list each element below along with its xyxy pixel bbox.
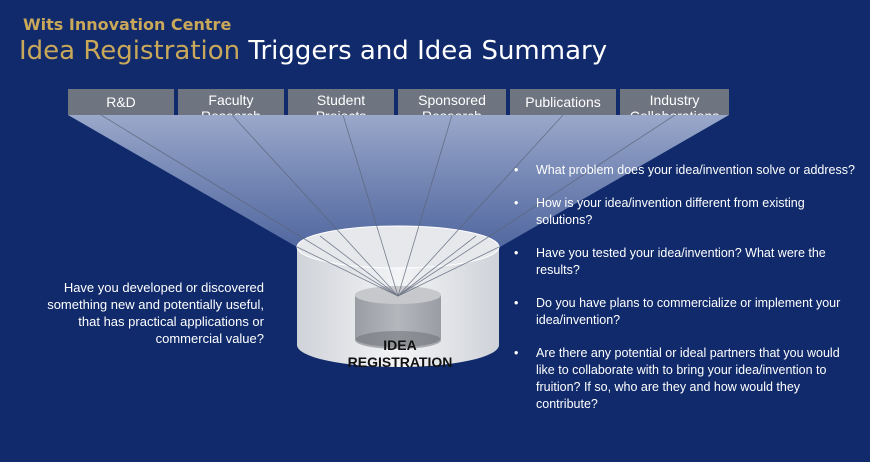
trigger-label: Industry Collaborations — [630, 92, 720, 115]
bullet-icon: • — [514, 196, 519, 210]
beam-line — [100, 114, 399, 297]
trigger-label: Publications — [525, 94, 601, 110]
brand-name: Wits Innovation Centre — [23, 15, 232, 34]
light-beam — [68, 115, 729, 247]
beam-line — [319, 235, 399, 297]
beam-line — [397, 246, 500, 297]
trigger-label: Sponsored Research — [418, 92, 486, 115]
bullet-icon: • — [514, 163, 519, 177]
list-item: • Do you have plans to commercialize or i… — [512, 295, 857, 329]
question-text: How is your idea/invention different fro… — [536, 196, 805, 227]
trigger-label: Student Projects — [316, 92, 367, 115]
trigger-label: R&D — [106, 94, 136, 110]
trigger-industry-collaborations: Industry Collaborations — [620, 89, 729, 115]
beam-line — [397, 235, 477, 297]
bullet-icon: • — [514, 296, 519, 310]
inner-cylinder-base — [355, 331, 441, 349]
beam-line — [397, 114, 676, 297]
list-item: • Have you tested your idea/invention? Wh… — [512, 245, 857, 279]
question-text: Do you have plans to commercialize or im… — [536, 296, 841, 327]
trigger-sponsored-research: Sponsored Research — [398, 89, 506, 115]
trigger-student-projects: Student Projects — [288, 89, 394, 115]
trigger-publications: Publications — [510, 89, 616, 115]
bullet-icon: • — [514, 246, 519, 260]
list-item: • Are there any potential or ideal partne… — [512, 345, 857, 413]
idea-registration-label: IDEA REGISTRATION — [347, 337, 453, 370]
list-item: • What problem does your idea/invention s… — [512, 162, 857, 179]
question-text: Have you tested your idea/invention? Wha… — [536, 246, 826, 277]
title-highlight: Idea Registration — [19, 36, 241, 66]
list-item: • How is your idea/invention different fr… — [512, 195, 857, 229]
question-text: Are there any potential or ideal partner… — [536, 346, 840, 411]
beam-line — [397, 114, 564, 297]
trigger-rnd: R&D — [68, 89, 174, 115]
title-rest: Triggers and Idea Summary — [240, 36, 608, 66]
page-title: Idea Registration Triggers and Idea Summ… — [19, 36, 607, 66]
beam-line — [231, 114, 399, 297]
question-text: What problem does your idea/invention so… — [536, 163, 855, 177]
left-question: Have you developed or discovered somethi… — [47, 280, 264, 346]
convergence-lines — [100, 114, 676, 297]
bullet-icon: • — [514, 346, 519, 360]
beam-line — [342, 114, 399, 297]
trigger-faculty-research: Faculty Research — [178, 89, 284, 115]
summary-questions: • What problem does your idea/invention s… — [512, 162, 857, 429]
beam-line — [296, 246, 399, 297]
trigger-label: Faculty Research — [201, 92, 261, 115]
beam-line — [397, 114, 453, 297]
